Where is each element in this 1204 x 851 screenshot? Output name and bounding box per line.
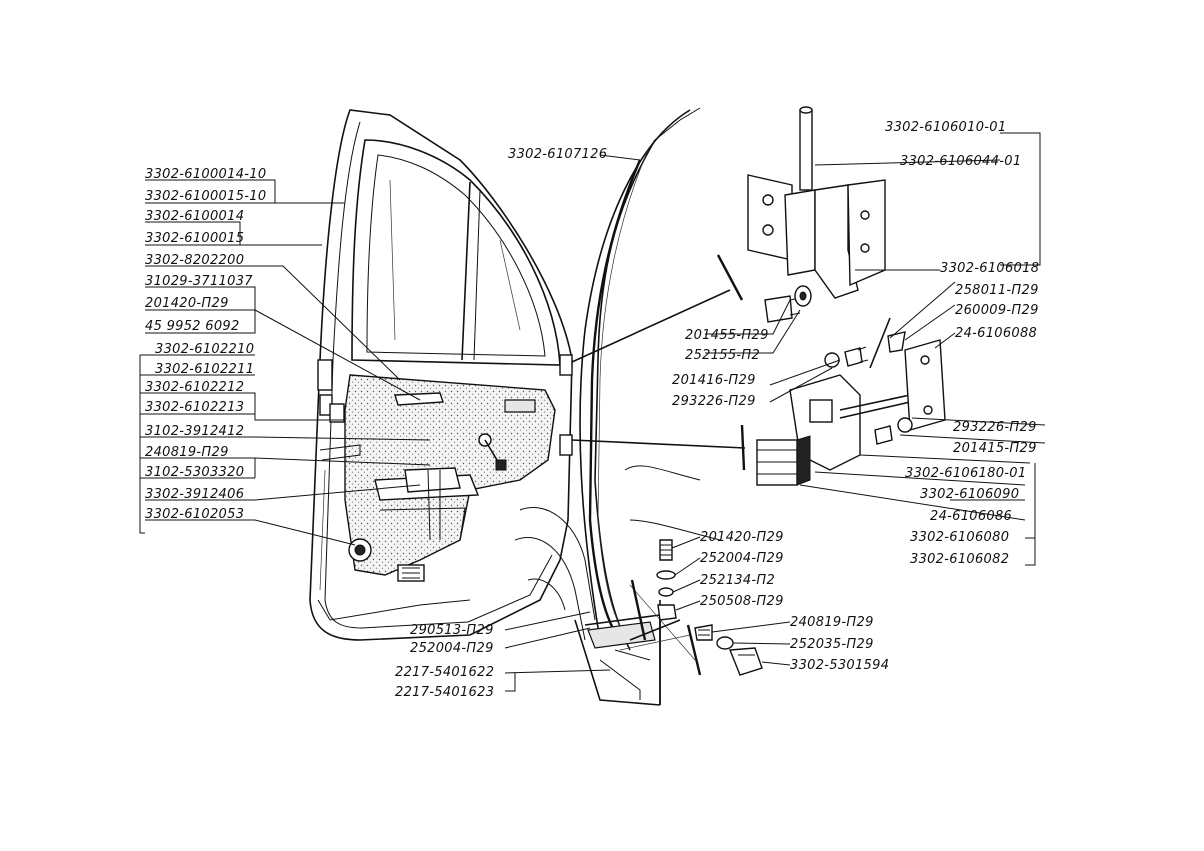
callout-labels: 3302-6100014-10 3302-6100015-10 3302-610…: [145, 120, 1039, 700]
label-201420-p29-right: 201420-П29: [700, 530, 784, 545]
label-290513-p29: 290513-П29: [410, 623, 494, 638]
label-2217-5401623: 2217-5401623: [395, 685, 494, 700]
label-3302-6107126: 3302-6107126: [508, 147, 607, 162]
label-3102-3912412: 3102-3912412: [145, 424, 244, 439]
label-3302-3912406: 3302-3912406: [145, 487, 244, 502]
label-3302-6100014: 3302-6100014: [145, 209, 244, 224]
door-shell: [309, 109, 573, 641]
label-201415-p29: 201415-П29: [953, 441, 1037, 456]
label-252035-p29: 252035-П29: [790, 637, 874, 652]
label-240819-p29-right: 240819-П29: [790, 615, 874, 630]
label-24-6106086: 24-6106086: [930, 509, 1012, 524]
leader-lines: [139, 132, 1046, 692]
label-3302-6106180-01: 3302-6106180-01: [905, 466, 1026, 481]
label-31029-3711037: 31029-3711037: [145, 274, 253, 289]
label-3302-6106090: 3302-6106090: [920, 487, 1019, 502]
label-2217-5401622: 2217-5401622: [395, 665, 494, 680]
label-3302-6106082: 3302-6106082: [910, 552, 1009, 567]
label-240819-p29-left: 240819-П29: [145, 445, 229, 460]
label-250508-p29: 250508-П29: [700, 594, 784, 609]
label-252155-p2: 252155-П2: [685, 348, 760, 363]
label-3302-6102053: 3302-6102053: [145, 507, 244, 522]
label-201455-p29: 201455-П29: [685, 328, 769, 343]
vehicle-body: [514, 107, 721, 706]
section-lines: [571, 254, 746, 676]
label-45-9952-6092: 45 9952 6092: [145, 319, 240, 334]
label-3302-6106010-01: 3302-6106010-01: [885, 120, 1006, 135]
label-3302-6100015-10: 3302-6100015-10: [145, 189, 266, 204]
door-trim-panel: [344, 374, 556, 576]
label-3302-6102211: 3302-6102211: [155, 362, 254, 377]
label-3302-5301594: 3302-5301594: [790, 658, 889, 673]
label-3102-5303320: 3102-5303320: [145, 465, 244, 480]
label-3302-6102213: 3302-6102213: [145, 400, 244, 415]
label-252134-p2: 252134-П2: [700, 573, 775, 588]
label-3302-6100015: 3302-6100015: [145, 231, 244, 246]
label-3302-6106080: 3302-6106080: [910, 530, 1009, 545]
label-3302-6102212: 3302-6102212: [145, 380, 244, 395]
label-3302-6102210: 3302-6102210: [155, 342, 254, 357]
label-201420-p29-left: 201420-П29: [145, 296, 229, 311]
door-check-assembly: [756, 317, 946, 486]
door-small-parts: [317, 354, 573, 621]
label-293226-p29-left: 293226-П29: [672, 394, 756, 409]
label-201416-p29: 201416-П29: [672, 373, 756, 388]
striker-parts: [656, 539, 763, 676]
label-3302-8202200: 3302-8202200: [145, 253, 244, 268]
label-260009-p29: 260009-П29: [955, 303, 1039, 318]
label-24-6106088: 24-6106088: [955, 326, 1037, 341]
label-3302-6106018: 3302-6106018: [940, 261, 1039, 276]
label-252004-p29-bottom: 252004-П29: [410, 641, 494, 656]
upper-hinge-assembly: [747, 106, 886, 323]
label-293226-p29-right: 293226-П29: [953, 420, 1037, 435]
label-3302-6106044-01: 3302-6106044-01: [900, 154, 1021, 169]
label-258011-p29: 258011-П29: [955, 283, 1039, 298]
label-3302-6100014-10: 3302-6100014-10: [145, 167, 266, 182]
label-252004-p29-right: 252004-П29: [700, 551, 784, 566]
